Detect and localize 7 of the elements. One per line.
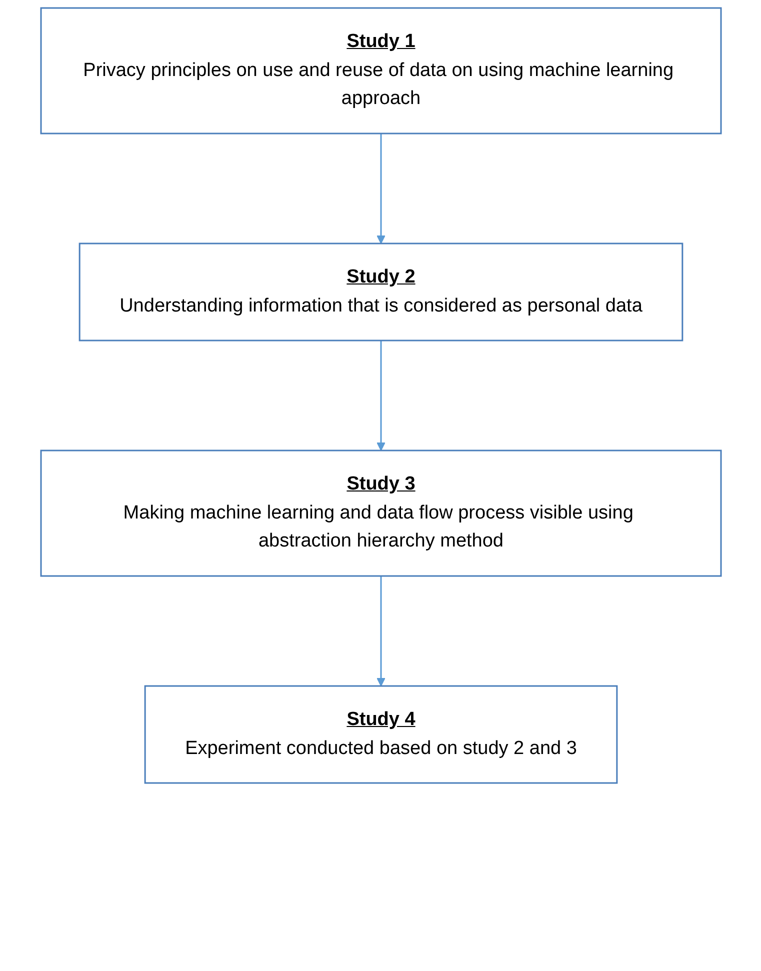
node-box: Study 4 Experiment conducted based on study 2 and 3	[144, 685, 618, 784]
node-box: Study 3 Making machine learning and data flow process visible using abstraction hierarchy method	[40, 450, 722, 577]
arrow	[376, 340, 385, 451]
arrow	[376, 134, 385, 244]
node-box: Study 2 Understanding information that is considered as personal data	[78, 242, 683, 342]
arrow	[376, 576, 385, 686]
node-box: Study 1 Privacy principles on use and reuse of data on using machine learning approach	[40, 7, 722, 134]
